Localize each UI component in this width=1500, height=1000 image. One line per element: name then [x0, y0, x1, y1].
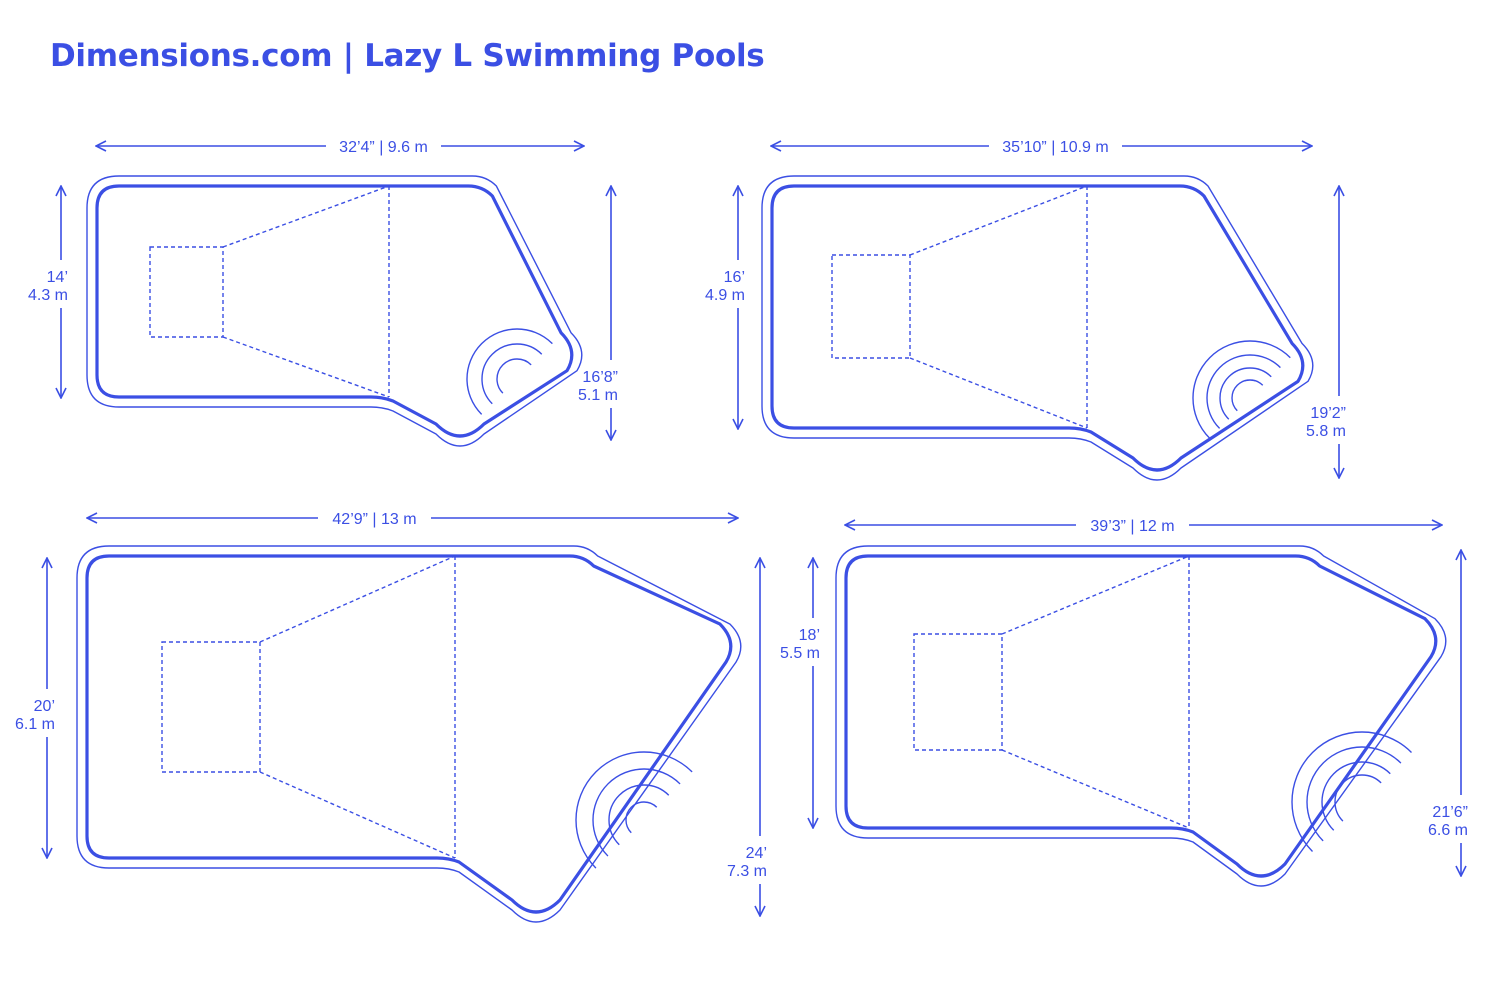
overall-width-imperial-label: 19’2”: [1310, 405, 1346, 422]
pool-inner-edge: [85, 554, 733, 914]
pool-4: 39’3” | 12 m 18’5.5 m 21’6”6.6 m: [780, 518, 1468, 887]
shallow-width-imperial-label: 14’: [47, 269, 68, 286]
corner-step-ring: [1334, 774, 1390, 830]
pool-inner-edge: [95, 184, 574, 438]
shallow-width-imperial-label: 16’: [724, 269, 745, 286]
pool-inner-edge: [844, 554, 1438, 878]
pool-3: 42’9” | 13 m 20’6.1 m 24’7.3 m: [15, 511, 767, 923]
shallow-width-imperial-label: 20’: [34, 698, 55, 715]
slope-line-bottom: [259, 771, 456, 859]
shallow-width-metric-label: 5.5 m: [780, 645, 820, 662]
overall-width-metric-label: 5.8 m: [1306, 423, 1346, 440]
overall-width-imperial-label: 21’6”: [1432, 804, 1468, 821]
shallow-width-metric-label: 4.9 m: [705, 287, 745, 304]
pool-1: 32’4” | 9.6 m 14’4.3 m 16’8”5.1 m: [28, 139, 618, 447]
slope-line-bottom: [222, 336, 390, 398]
step-outline: [149, 246, 224, 338]
slope-line-top: [259, 555, 456, 643]
corner-step-ring: [608, 784, 680, 856]
overall-width-metric-label: 5.1 m: [578, 387, 618, 404]
corner-step-ring: [1231, 379, 1269, 417]
slope-line-top: [222, 185, 390, 248]
corner-step-ring: [575, 751, 713, 889]
pool-deck-outline: [86, 175, 583, 447]
overall-width-metric-label: 7.3 m: [727, 863, 767, 880]
step-outline: [913, 633, 1003, 751]
corner-step-ring: [592, 768, 696, 872]
pool-deck-outline: [835, 545, 1447, 887]
length-label: 32’4” | 9.6 m: [339, 139, 428, 156]
overall-width-imperial-label: 24’: [746, 845, 767, 862]
corner-step-ring: [1192, 340, 1308, 456]
shallow-width-metric-label: 6.1 m: [15, 716, 55, 733]
shallow-width-imperial-label: 18’: [799, 627, 820, 644]
corner-step-ring: [1306, 746, 1418, 858]
slope-line-top: [1001, 555, 1190, 635]
length-label: 42’9” | 13 m: [332, 511, 416, 528]
step-outline: [831, 254, 911, 359]
pool-deck-outline: [76, 545, 742, 923]
slope-line-bottom: [1001, 749, 1190, 829]
pool-deck-outline: [761, 175, 1314, 481]
overall-width-metric-label: 6.6 m: [1428, 822, 1468, 839]
slope-line-bottom: [909, 357, 1088, 429]
length-label: 39’3” | 12 m: [1090, 518, 1174, 535]
corner-step-ring: [1321, 761, 1403, 843]
step-outline: [161, 641, 261, 773]
length-label: 35’10” | 10.9 m: [1002, 139, 1108, 156]
slope-line-top: [909, 185, 1088, 256]
page-title: Dimensions.com | Lazy L Swimming Pools: [50, 38, 765, 74]
pool-2: 35’10” | 10.9 m 16’4.9 m 19’2”5.8 m: [705, 139, 1346, 481]
corner-step-ring: [625, 801, 663, 839]
shallow-width-metric-label: 4.3 m: [28, 287, 68, 304]
overall-width-imperial-label: 16’8”: [582, 369, 618, 386]
pool-inner-edge: [770, 184, 1305, 472]
